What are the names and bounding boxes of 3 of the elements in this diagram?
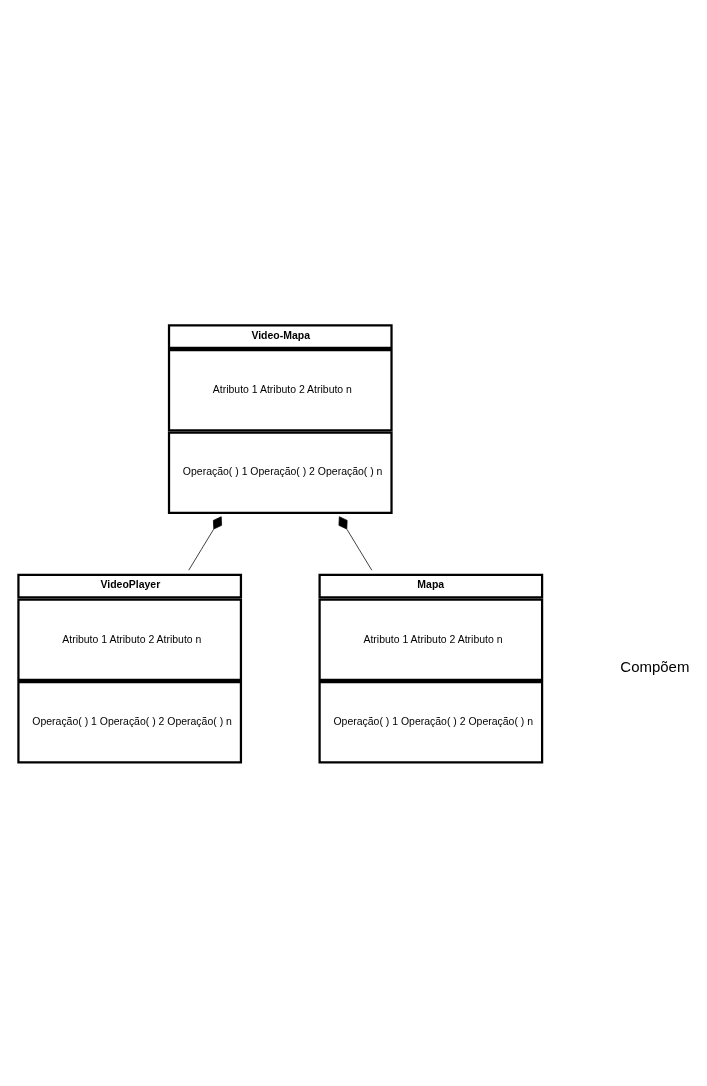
connector xyxy=(338,515,373,571)
label: Compõem xyxy=(620,657,690,675)
connector xyxy=(188,515,222,571)
